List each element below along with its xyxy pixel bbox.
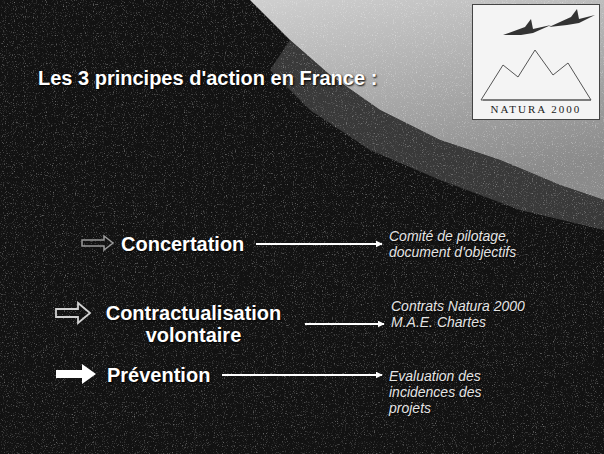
tool-node: Comité de pilotage, document d'objectifs — [386, 226, 524, 262]
tool-text: Evaluation des incidences des projets — [389, 368, 486, 416]
tool-node: Evaluation des incidences des projets — [386, 366, 489, 418]
principle-node: Contractualisation volontaire — [86, 300, 301, 348]
principle-text: Prévention — [107, 364, 215, 386]
arrow-connector — [222, 374, 382, 376]
tool-text: Comité de pilotage, document d'objectifs — [389, 228, 521, 260]
principle-node: Prévention — [104, 362, 218, 388]
natura-logo: NATURA 2000 — [472, 4, 600, 120]
logo-illustration — [473, 5, 599, 119]
principle-text: Concertation — [121, 233, 249, 255]
arrow-connector — [256, 243, 382, 245]
lead-arrows — [56, 236, 113, 384]
principle-text: Contractualisation volontaire — [89, 302, 298, 346]
slide-title: Les 3 principes d'action en France : — [38, 66, 377, 90]
principle-node: Concertation — [118, 231, 252, 257]
tool-text: Contrats Natura 2000 M.A.E. Chartes — [391, 298, 527, 330]
logo-label: NATURA 2000 — [473, 103, 599, 115]
tool-node: Contrats Natura 2000 M.A.E. Chartes — [388, 296, 530, 332]
arrow-connector — [305, 323, 384, 325]
